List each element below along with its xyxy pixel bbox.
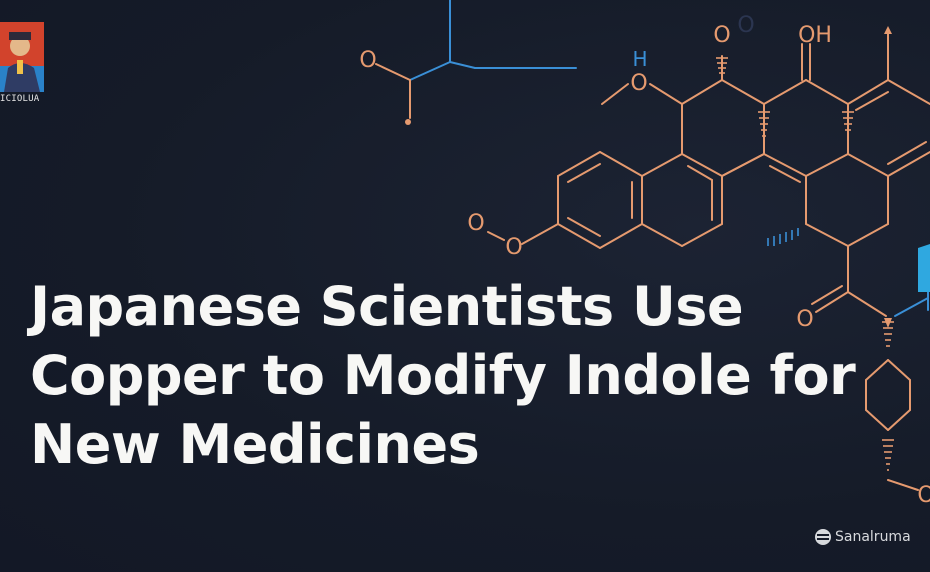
globe-icon bbox=[815, 529, 831, 545]
label-oxygen-top1: O bbox=[630, 71, 647, 96]
label-oxygen-faint: O bbox=[737, 13, 754, 38]
label-oxygen-left: O bbox=[359, 48, 376, 73]
headline-line-2: Copper to Modify Indole for bbox=[30, 344, 856, 407]
headline-line-3: New Medicines bbox=[30, 413, 480, 476]
logo: ICIOLUA bbox=[0, 22, 44, 106]
logo-text: ICIOLUA bbox=[0, 94, 40, 104]
label-hydrogen: H bbox=[632, 47, 647, 71]
label-hydroxyl: OH bbox=[798, 23, 832, 48]
headline: Japanese Scientists Use Copper to Modify… bbox=[30, 272, 910, 479]
watermark-text: Sanalruma bbox=[835, 529, 911, 545]
headline-line-1: Japanese Scientists Use bbox=[30, 275, 744, 338]
label-oxygen-top2: O bbox=[713, 23, 730, 48]
label-oxygen-bottom: O bbox=[917, 483, 930, 508]
logo-portrait-image bbox=[0, 22, 44, 92]
label-oxygen-mid: O bbox=[467, 211, 484, 236]
watermark: Sanalruma bbox=[814, 526, 911, 548]
label-oxygen-ring: O bbox=[505, 235, 522, 260]
label-oxygen-right: O bbox=[796, 307, 813, 332]
